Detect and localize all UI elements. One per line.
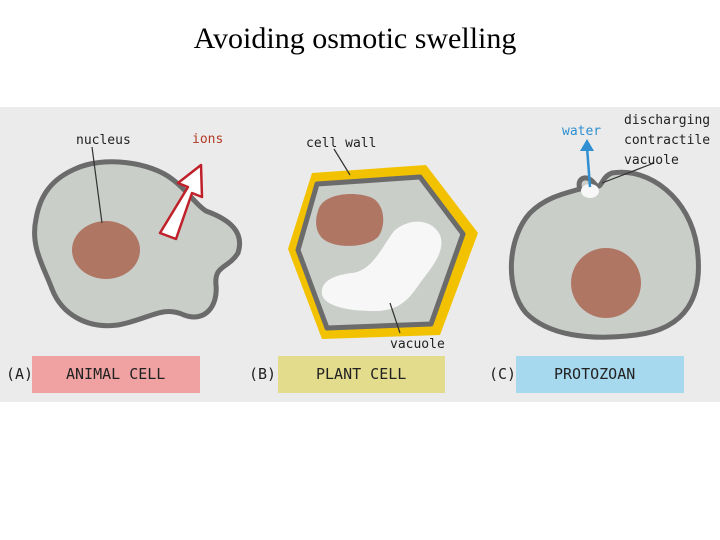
slide-title: Avoiding osmotic swelling: [193, 22, 517, 55]
ions-label: ions: [192, 132, 223, 147]
caption-a-letter: (A): [6, 365, 33, 383]
cell-diagrams: nucleus ions cell wall vacuole water dis…: [6, 113, 710, 393]
caption-c-letter: (C): [489, 365, 516, 383]
plant-vacuole: [321, 221, 442, 311]
caption-b-letter: (B): [249, 365, 276, 383]
cell-wall-label: cell wall: [306, 136, 376, 151]
animal-cell-diagram: nucleus ions: [32, 132, 242, 329]
caption-b: (B) PLANT CELL: [249, 356, 445, 393]
caption-c-text: PROTOZOAN: [554, 365, 635, 383]
protozoan-vacuole-opening: [581, 184, 599, 198]
caption-c-box: [516, 356, 684, 393]
water-label: water: [562, 124, 601, 139]
protozoan-nucleus: [571, 248, 641, 318]
plant-cell-diagram: cell wall vacuole: [288, 136, 478, 352]
plant-nucleus: [316, 193, 384, 246]
caption-a-text: ANIMAL CELL: [66, 365, 165, 383]
caption-b-text: PLANT CELL: [316, 365, 406, 383]
discharging-label-3: vacuole: [624, 153, 679, 168]
nucleus-pointer: [91, 146, 103, 224]
osmosis-figure: nucleus ions cell wall vacuole water dis…: [0, 107, 720, 402]
caption-c: (C) PROTOZOAN: [489, 356, 684, 393]
caption-a: (A) ANIMAL CELL: [6, 356, 200, 393]
protozoan-diagram: water discharging contractile vacuole: [508, 113, 710, 340]
water-arrow-shaft: [585, 146, 592, 188]
vacuole-label: vacuole: [390, 337, 445, 352]
discharging-label-1: discharging: [624, 113, 710, 128]
nucleus-label: nucleus: [76, 133, 131, 148]
animal-nucleus: [72, 221, 140, 279]
vacuole-pointer: [389, 302, 401, 334]
cell-wall-pointer: [333, 148, 351, 176]
ions-arrow: [158, 163, 204, 241]
contractile-vacuole-pointer: [601, 162, 655, 184]
caption-a-box: [32, 356, 200, 393]
caption-b-box: [278, 356, 445, 393]
water-arrow-head: [580, 139, 594, 151]
discharging-label-2: contractile: [624, 133, 710, 148]
